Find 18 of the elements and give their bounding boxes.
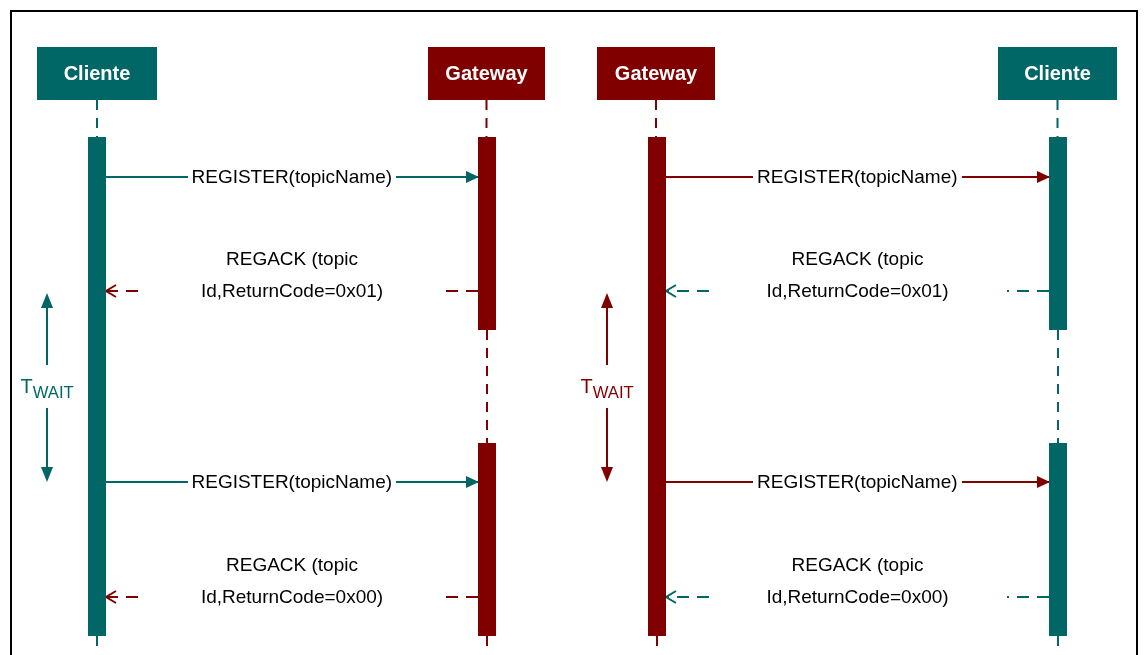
- activation-bar: [1049, 443, 1067, 636]
- duration-label: T$_{WAIT}$: [580, 375, 634, 403]
- lifeline: [96, 99, 98, 138]
- activation-bar: [478, 443, 496, 636]
- lifeline: [1057, 329, 1059, 444]
- lifeline: [486, 329, 488, 444]
- lifeline: [485, 99, 488, 138]
- lifeline: [1056, 99, 1059, 138]
- duration-label: T$_{WAIT}$: [20, 375, 74, 403]
- participant-box: Cliente: [998, 47, 1117, 100]
- activation-bar: [478, 137, 496, 330]
- participant-box: Gateway: [597, 47, 715, 100]
- activation-bar: [88, 137, 106, 636]
- participant-box: Cliente: [37, 47, 157, 100]
- participant-box: Gateway: [428, 47, 545, 100]
- lifeline: [655, 99, 657, 138]
- activation-bar: [648, 137, 666, 636]
- activation-bar: [1049, 137, 1067, 330]
